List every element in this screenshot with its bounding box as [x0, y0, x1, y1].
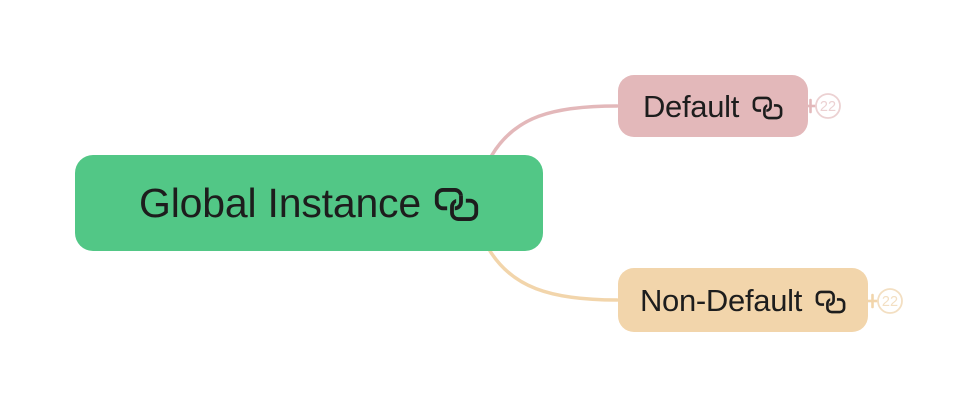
badge-circle: [877, 288, 903, 314]
topic-non-default[interactable]: Non-Default: [618, 268, 868, 332]
topic-default[interactable]: Default: [618, 75, 808, 137]
branch-connector-non-default: [488, 249, 619, 302]
clone-icon[interactable]: [752, 96, 784, 120]
clone-icon[interactable]: [434, 187, 479, 222]
topic-global-instance[interactable]: Global Instance: [75, 155, 543, 251]
badge-count: 22: [820, 99, 836, 115]
collapsed-count-badge-default[interactable]: 22: [806, 93, 841, 119]
clone-icon[interactable]: [815, 290, 847, 314]
topic-label: Non-Default: [639, 282, 803, 318]
topic-label: Default: [642, 88, 740, 124]
badge-circle: [815, 93, 841, 119]
badge-count: 22: [882, 294, 898, 310]
topic-label: Global Instance: [139, 179, 421, 226]
collapsed-count-badge-non-default[interactable]: 22: [868, 288, 903, 314]
branch-connector-default: [490, 104, 619, 157]
